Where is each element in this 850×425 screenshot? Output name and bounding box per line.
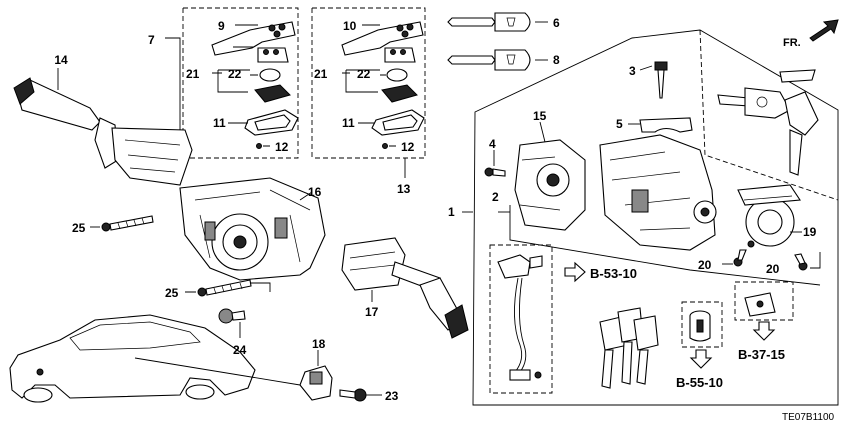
- callout-3: 3: [629, 64, 636, 78]
- bolt-23: [339, 388, 382, 402]
- screw-20-left: [722, 249, 747, 267]
- harness-box: [489, 244, 553, 394]
- callout-22-left: 22: [228, 67, 242, 81]
- ref-b-55-10: B-55-10: [676, 375, 723, 390]
- key-box-right: [311, 7, 426, 178]
- main-assembly-outline: [462, 29, 839, 406]
- callout-25-lower: 25: [165, 286, 179, 300]
- screw-25-lower: [185, 279, 271, 297]
- callout-23: 23: [385, 389, 399, 403]
- callout-4: 4: [489, 137, 496, 151]
- bolt-24: [218, 308, 246, 338]
- keyset-top-right: [717, 69, 819, 176]
- callout-11-left: 11: [213, 116, 226, 130]
- ignition-body: [599, 134, 717, 251]
- callout-10: 10: [343, 19, 357, 33]
- lock-housing-14: [514, 121, 586, 231]
- fob-group-right: [341, 21, 425, 149]
- ref-b-53-10: B-53-10: [590, 266, 637, 281]
- callout-14: 15: [533, 109, 547, 123]
- tumbler-box: [734, 281, 794, 321]
- callout-25-upper: 25: [72, 221, 86, 235]
- callout-18: 18: [312, 337, 326, 351]
- callout-16: 14: [54, 53, 68, 67]
- callout-13: 13: [397, 182, 411, 196]
- fob-group-left: [211, 21, 299, 149]
- callout-1: 1: [448, 205, 455, 219]
- switch-body-15: [179, 177, 326, 281]
- wiper-lever-16: [13, 68, 193, 186]
- diagram-code: TE07B1100: [782, 412, 835, 423]
- key-8: [447, 49, 548, 71]
- light-switch-17: [341, 237, 469, 339]
- key-bunch: [599, 307, 659, 389]
- callout-19: 19: [803, 225, 817, 239]
- arrow-b-53-10: [564, 261, 586, 283]
- callout-9: 9: [218, 19, 225, 33]
- sub-assembly-outline: [498, 205, 821, 286]
- screw-4: [484, 150, 506, 177]
- front-direction-arrow: [809, 19, 839, 42]
- callout-labels: 14 7 9 21 22 11 12 10 21 22 11 12 13 6 8…: [54, 16, 834, 423]
- callout-6: 6: [553, 16, 560, 30]
- key-6: [447, 12, 548, 32]
- screw-25-upper: [90, 215, 154, 232]
- arrow-b-55-10: [689, 349, 713, 369]
- callout-12-right: 12: [401, 140, 415, 154]
- clamp-5: [628, 117, 693, 133]
- wire-harness: [497, 254, 543, 381]
- callout-12-left: 12: [275, 140, 289, 154]
- callout-2: 2: [492, 190, 499, 204]
- lock-cylinder: [689, 310, 711, 342]
- callout-21-left: 21: [186, 67, 200, 81]
- callout-24: 24: [233, 343, 247, 357]
- callout-17: 17: [365, 305, 379, 319]
- immobilizer-19: [737, 184, 802, 248]
- callout-20-right: 20: [766, 262, 780, 276]
- callout-15: 16: [308, 185, 322, 199]
- callout-21-right: 21: [314, 67, 328, 81]
- screw-20-right: [794, 252, 821, 271]
- bolt-3: [639, 61, 668, 99]
- tumbler: [744, 292, 776, 317]
- callout-7: 7: [148, 33, 155, 47]
- bracket-18: [299, 350, 333, 401]
- arrow-b-37-15: [752, 321, 776, 341]
- callout-8: 8: [553, 53, 560, 67]
- car-outline: [9, 314, 301, 403]
- fr-label: FR.: [783, 37, 801, 49]
- cylinder-box: [681, 301, 723, 348]
- callout-5: 5: [616, 117, 623, 131]
- callout-11-right: 11: [342, 116, 355, 130]
- callout-22-right: 22: [357, 67, 371, 81]
- ref-b-37-15: B-37-15: [738, 347, 785, 362]
- callout-20-left: 20: [698, 258, 712, 272]
